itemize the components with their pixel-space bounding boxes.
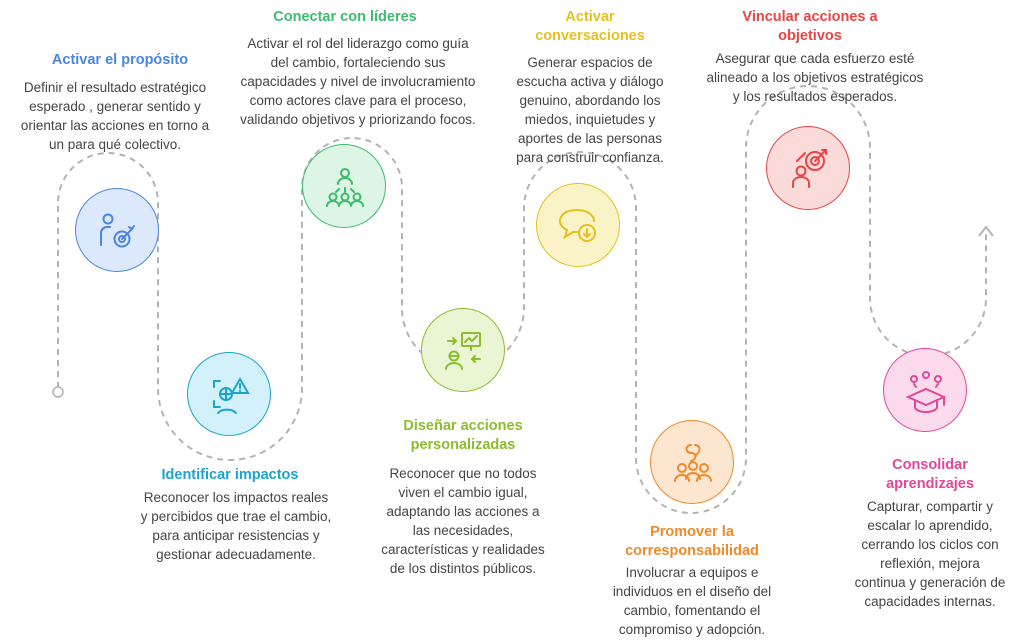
step-7-title: Vincular acciones a objetivos (742, 9, 878, 44)
graduation-learning-icon (905, 371, 947, 413)
leader-team-icon (326, 168, 364, 207)
step-2-node (187, 352, 271, 436)
step-5-title: Activar conversaciones (535, 9, 645, 44)
step-3-title: Conectar con líderes (273, 9, 417, 25)
conversation-icon (558, 209, 596, 242)
step-4-description: Reconocer que no todos viven el cambio i… (381, 466, 545, 576)
step-1-description: Definir el resultado estratégico esperad… (20, 80, 210, 152)
step-8-node (883, 348, 967, 432)
step-4-node (421, 308, 505, 392)
step-2-title: Identificar impactos (161, 467, 299, 483)
personalized-actions-icon (445, 332, 481, 370)
step-8-title: Consolidar aprendizajes (886, 457, 974, 492)
step-2-description: Reconocer los impactos reales y percibid… (140, 490, 332, 562)
step-8-description: Capturar, compartir y escalar lo aprendi… (854, 499, 1006, 609)
step-5-description: Generar espacios de escucha activa y diá… (516, 55, 664, 165)
step-6-node (650, 420, 734, 504)
step-3-node (302, 144, 386, 228)
step-7-description: Asegurar que cada esfuerzo esté alineado… (706, 51, 924, 104)
step-7-node (766, 126, 850, 210)
person-target-icon (100, 213, 135, 248)
step-1-node (75, 188, 159, 272)
group-collaboration-icon (674, 444, 712, 482)
step-6-title: Promover la corresponsabilidad (625, 524, 759, 559)
step-6-description: Involucrar a equipos e individuos en el … (612, 565, 772, 637)
step-3-description: Activar el rol del liderazgo como guía d… (240, 36, 476, 127)
step-4-title: Diseñar acciones personalizadas (403, 418, 523, 453)
step-1-title: Activar el propósito (51, 52, 189, 68)
step-5-node (536, 183, 620, 267)
goal-target-icon (792, 149, 827, 188)
impact-warning-icon (213, 376, 250, 414)
